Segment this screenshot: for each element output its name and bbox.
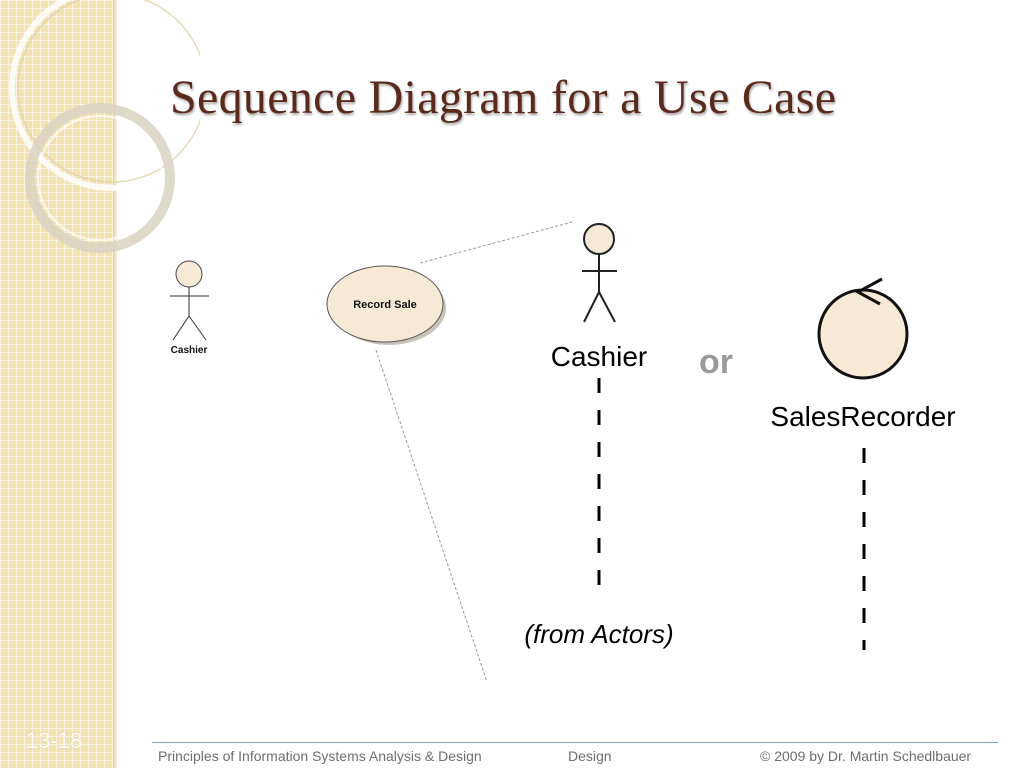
small-actor-figure (170, 260, 209, 341)
slide-title: Sequence Diagram for a Use Case (170, 71, 837, 124)
connector-line-top (419, 221, 573, 264)
use-case-label: Record Sale (353, 299, 417, 311)
footer-course: Principles of Information Systems Analys… (158, 748, 482, 764)
lifeline-actor-label: Cashier (551, 341, 647, 372)
footer-copyright: © 2009 by Dr. Martin Schedlbauer (760, 748, 972, 764)
small-actor-label: Cashier (171, 345, 208, 356)
footer-section: Design (568, 748, 612, 764)
or-label: or (699, 343, 733, 381)
decorative-rings (9, 0, 200, 253)
use-case-ellipse (326, 265, 446, 345)
control-object-label: SalesRecorder (770, 401, 955, 432)
connector-line-bottom (375, 349, 488, 683)
side-strip-edge (113, 0, 117, 768)
control-object-icon (817, 277, 909, 380)
footer-rule (152, 742, 998, 743)
page-number: 13-18 (26, 728, 83, 753)
sequence-diagram: Cashier Record Sale Cashier (from Actors… (170, 221, 956, 683)
lifeline-actor-figure (582, 223, 617, 323)
from-actors-note: (from Actors) (524, 619, 673, 649)
